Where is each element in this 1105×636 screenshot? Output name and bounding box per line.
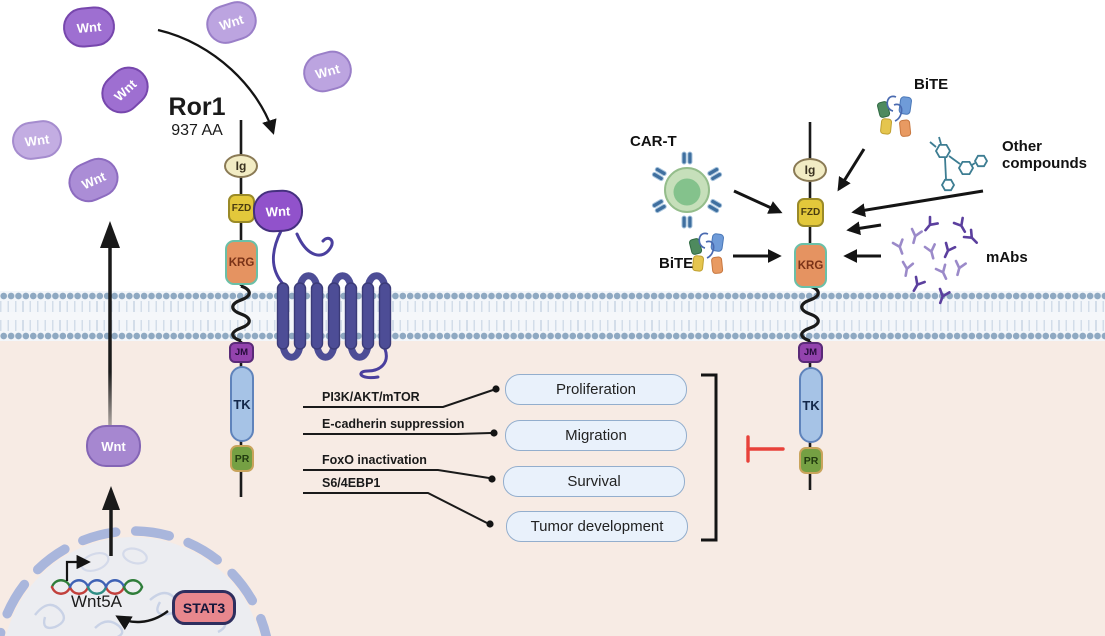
domain-jm: JM	[229, 342, 254, 363]
lipid-tails	[0, 301, 1105, 331]
transmembrane-coil	[231, 284, 251, 343]
wnt-label: Wnt	[265, 202, 291, 220]
wnt-ligand-secreted: Wnt	[86, 425, 141, 467]
domain-krg-label: KRG	[228, 256, 255, 269]
nuclear-envelope	[0, 526, 272, 636]
domain-krg-label: KRG	[797, 259, 824, 272]
car-t-cell-icon	[651, 151, 723, 229]
wnt-label: Wnt	[76, 18, 102, 36]
domain-ig-label: Ig	[804, 163, 816, 177]
outcome-box-migration: Migration	[505, 420, 687, 451]
wnt-label: Wnt	[23, 130, 51, 150]
compounds-arrow	[851, 189, 984, 218]
stat3-transcription-factor: STAT3	[172, 590, 236, 625]
domain-krg: KRG	[794, 243, 827, 288]
inhibition-icon	[746, 435, 785, 463]
receptor-length: 937 AA	[171, 122, 223, 139]
domain-jm-label: JM	[234, 347, 249, 358]
outcome-label: Survival	[567, 473, 621, 490]
gene-label: Wnt5A	[71, 592, 123, 611]
therapy-arrows	[733, 148, 984, 263]
frizzled-7tm-receptor	[271, 230, 392, 380]
domain-jm: JM	[798, 342, 823, 363]
wnt-ligand-bound: Wnt	[251, 188, 305, 234]
domain-fzd: FZD	[797, 198, 824, 227]
domain-pr-label: PR	[803, 454, 819, 467]
transmembrane-coil	[800, 284, 820, 343]
wnt-label: Wnt	[79, 168, 108, 192]
bite-label-top: BiTE	[914, 76, 949, 93]
domain-ig: Ig	[793, 158, 827, 182]
car-t-label: CAR-T	[630, 133, 677, 150]
domain-ig-label: Ig	[235, 159, 247, 173]
other-compounds-label: Other compounds	[1002, 138, 1087, 173]
outcome-label: Tumor development	[530, 518, 664, 535]
domain-tk-label: TK	[802, 397, 820, 413]
receptor-title: Ror1	[168, 93, 226, 121]
cell-membrane	[0, 291, 1105, 341]
bite-top-arrow	[837, 148, 866, 192]
outcome-box-survival: Survival	[503, 466, 685, 497]
outcomes-bracket	[701, 373, 718, 542]
outcome-box-tumor-development: Tumor development	[506, 511, 688, 542]
domain-jm-label: JM	[803, 347, 818, 358]
wnt-label: Wnt	[101, 438, 126, 454]
wnt-label: Wnt	[313, 61, 342, 82]
pathway-label: FoxO inactivation	[322, 453, 427, 467]
pathway-connectors	[303, 389, 494, 524]
domain-fzd-label: FZD	[800, 207, 821, 218]
wnt-label: Wnt	[110, 76, 140, 104]
lipid-heads-bottom	[0, 331, 1105, 341]
wnt-binding-arrow	[157, 28, 277, 135]
wnt-export-arrow	[102, 486, 120, 556]
connector-dots	[486, 385, 500, 528]
mabs-antibodies-icon	[891, 215, 982, 306]
stat3-label: STAT3	[182, 599, 226, 616]
outcome-box-proliferation: Proliferation	[505, 374, 687, 405]
dna-helix-icon	[50, 579, 144, 595]
transcription-arrow	[65, 554, 91, 581]
domain-pr: PR	[230, 445, 254, 472]
outcome-label: Proliferation	[555, 381, 637, 398]
bite-molecule-top	[876, 95, 913, 138]
domain-tk: TK	[799, 367, 823, 443]
mabs-fzd-arrow	[846, 221, 882, 236]
domain-ig: Ig	[224, 154, 258, 178]
domain-fzd: FZD	[228, 194, 255, 223]
mabs-label: mAbs	[986, 249, 1028, 266]
wnt-secretion-arrow	[100, 221, 120, 450]
bite-label-bottom: BiTE	[659, 255, 694, 272]
outcome-label: Migration	[565, 427, 627, 444]
stat3-to-gene-arrow	[115, 610, 169, 631]
pathway-label: PI3K/AKT/mTOR	[322, 390, 420, 404]
domain-fzd-label: FZD	[231, 203, 252, 214]
pathway-label: S6/4EBP1	[322, 476, 381, 490]
small-molecules-icon	[929, 136, 989, 192]
domain-tk-label: TK	[233, 396, 251, 412]
domain-pr-label: PR	[234, 452, 250, 465]
lipid-heads-top	[0, 291, 1105, 301]
domain-pr: PR	[799, 447, 823, 474]
domain-tk: TK	[230, 366, 254, 442]
bite-molecule-bottom	[688, 232, 725, 275]
wnt-label: Wnt	[217, 11, 246, 34]
pathway-label: E-cadherin suppression	[322, 417, 465, 431]
domain-krg: KRG	[225, 240, 258, 285]
car-t-arrow	[733, 189, 783, 214]
